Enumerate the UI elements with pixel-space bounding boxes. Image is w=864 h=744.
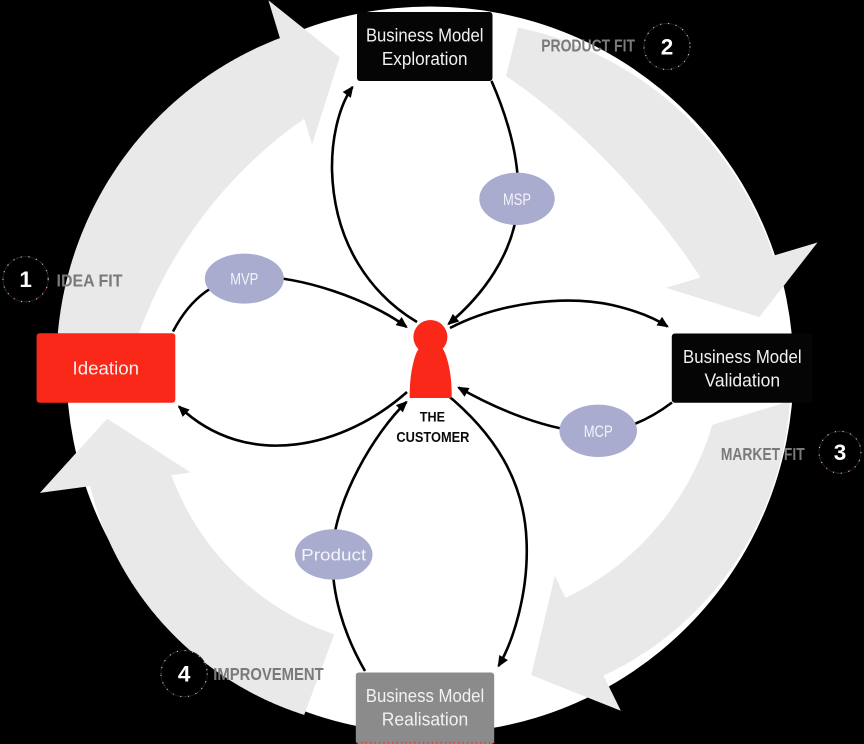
- svg-text:Business Model: Business Model: [366, 685, 484, 706]
- svg-text:MVP: MVP: [230, 270, 258, 289]
- svg-text:Exploration: Exploration: [382, 48, 468, 69]
- svg-text:IDEA FIT: IDEA FIT: [57, 270, 123, 290]
- svg-text:CUSTOMER: CUSTOMER: [396, 430, 470, 446]
- svg-text:Realisation: Realisation: [382, 709, 469, 730]
- svg-text:MCP: MCP: [584, 422, 613, 441]
- svg-text:3: 3: [834, 440, 847, 465]
- svg-text:Ideation: Ideation: [73, 358, 140, 379]
- svg-text:Business Model: Business Model: [366, 25, 484, 46]
- svg-text:Business Model: Business Model: [683, 346, 802, 367]
- svg-text:IMPROVEMENT: IMPROVEMENT: [213, 664, 324, 684]
- svg-text:4: 4: [178, 662, 191, 687]
- svg-text:Validation: Validation: [705, 370, 781, 391]
- svg-text:MARKET FIT: MARKET FIT: [721, 444, 805, 464]
- svg-text:MSP: MSP: [503, 190, 531, 209]
- svg-text:Product: Product: [301, 546, 366, 565]
- svg-text:2: 2: [661, 35, 674, 60]
- svg-text:PRODUCT FIT: PRODUCT FIT: [541, 35, 635, 55]
- svg-text:1: 1: [19, 267, 32, 292]
- svg-text:THE: THE: [420, 410, 445, 425]
